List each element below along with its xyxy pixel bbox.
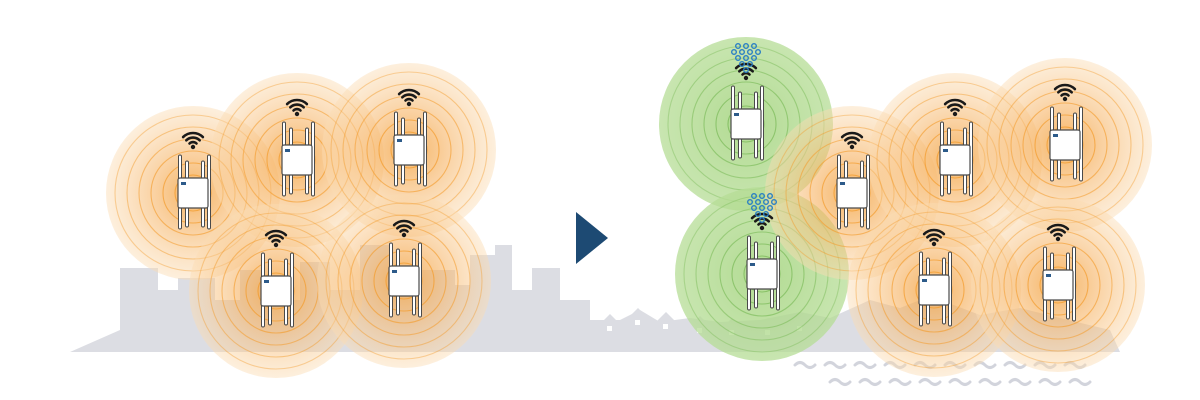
access-point-ap-right-2 [939, 98, 973, 197]
wifi-icon [264, 229, 288, 248]
router-body [1042, 269, 1074, 301]
access-point-ap-right-mesh-2 [746, 192, 780, 311]
wave-mark [1008, 378, 1032, 386]
house-silhouette [600, 314, 620, 336]
wave-mark [853, 361, 877, 369]
access-point-ap-right-4 [918, 228, 952, 327]
access-points [177, 43, 1083, 328]
wave-mark [948, 378, 972, 386]
router-logo [1053, 134, 1058, 137]
wave-mark [823, 361, 847, 369]
router-body [260, 275, 292, 307]
router-logo [734, 113, 739, 116]
router-logo [397, 139, 402, 142]
wifi-icon [943, 98, 967, 117]
router-body [1049, 129, 1081, 161]
access-point-ap-right-5 [1042, 223, 1076, 322]
router-logo [922, 279, 927, 282]
router-body [388, 265, 420, 297]
wifi-icon [840, 131, 864, 150]
router-body [730, 108, 762, 140]
access-point-ap-left-2 [281, 98, 315, 197]
play-arrow-icon [576, 212, 608, 264]
wifi-icon [734, 62, 758, 81]
wave-mark [918, 378, 942, 386]
access-point-ap-right-mesh-1 [730, 43, 764, 161]
router-logo [264, 280, 269, 283]
access-point-ap-right-3 [1049, 83, 1083, 182]
wave-mark [858, 378, 882, 386]
wifi-icon [392, 219, 416, 238]
router-body [746, 258, 778, 290]
router-logo [285, 149, 290, 152]
wifi-icon [1046, 223, 1070, 242]
wifi-icon [397, 88, 421, 107]
router-logo [392, 270, 397, 273]
house-silhouette [628, 308, 648, 330]
mesh-network-icon [747, 192, 778, 223]
wave-mark [1003, 361, 1027, 369]
router-body [177, 177, 209, 209]
wave-mark [828, 378, 852, 386]
access-point-ap-right-1 [836, 131, 870, 230]
router-body [918, 274, 950, 306]
wifi-icon [181, 131, 205, 150]
wifi-icon [1053, 83, 1077, 102]
access-point-ap-left-3 [393, 88, 427, 187]
wave-mark [1038, 378, 1062, 386]
wave-mark [888, 378, 912, 386]
router-logo [181, 182, 186, 185]
wifi-icon [285, 98, 309, 117]
access-point-ap-left-1 [177, 131, 211, 230]
wave-mark [978, 378, 1002, 386]
mesh-network-icon [731, 43, 762, 73]
router-body [939, 144, 971, 176]
router-logo [750, 263, 755, 266]
router-logo [840, 182, 845, 185]
access-point-ap-left-5 [388, 219, 422, 318]
wifi-icon [922, 228, 946, 247]
router-logo [943, 149, 948, 152]
router-logo [1046, 274, 1051, 277]
wifi-icon [750, 212, 774, 231]
router-body [281, 144, 313, 176]
wave-mark [793, 361, 817, 369]
router-body [836, 177, 868, 209]
router-body [393, 134, 425, 166]
access-point-ap-left-4 [260, 229, 294, 328]
house-silhouette [656, 312, 676, 334]
wave-mark [1068, 378, 1092, 386]
